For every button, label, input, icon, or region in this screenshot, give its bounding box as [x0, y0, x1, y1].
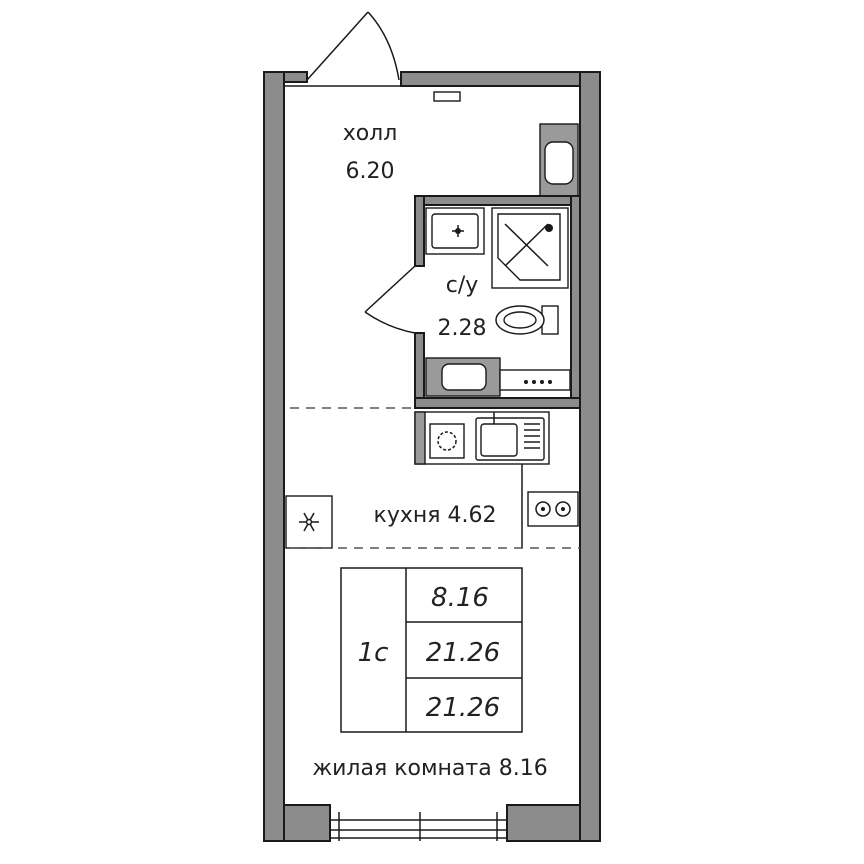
snowflake-icon [285, 495, 333, 549]
living-room-label: жилая комната 8.16 [312, 756, 547, 781]
right-wall [579, 71, 601, 842]
hob-icon [521, 464, 579, 548]
outer-walls [263, 71, 601, 842]
hall-name: холл [343, 121, 398, 146]
hall-area: 6.20 [346, 159, 395, 184]
top-wall-right [400, 71, 581, 87]
bathroom-area: 2.28 [438, 316, 487, 341]
living-area-value: 8.16 [431, 583, 489, 613]
bathroom-name: с/у [446, 273, 479, 298]
stove-icon [429, 423, 465, 459]
washbasin-icon [425, 207, 485, 255]
bathroom-cabinet [425, 357, 571, 397]
bottom-wall-right [506, 804, 581, 842]
bottom-wall-left [283, 804, 331, 842]
bathroom-door [364, 265, 416, 334]
balcony-door [338, 812, 498, 841]
apartment-type: 1с [358, 638, 389, 668]
entry-door [306, 11, 461, 102]
kitchen-counter [414, 411, 550, 465]
sink-icon [475, 412, 545, 461]
bathroom-walls [414, 195, 581, 409]
toilet-icon [495, 305, 559, 335]
total-area-value: 21.26 [426, 638, 500, 668]
shower-icon [491, 207, 569, 289]
left-wall [263, 71, 285, 842]
summary-table: 1с 8.16 21.26 21.26 [340, 567, 523, 733]
total-area-value-2: 21.26 [426, 693, 500, 723]
washing-machine-icon [539, 123, 579, 199]
top-wall-left [283, 71, 308, 83]
kitchen-label: кухня 4.62 [374, 503, 497, 528]
